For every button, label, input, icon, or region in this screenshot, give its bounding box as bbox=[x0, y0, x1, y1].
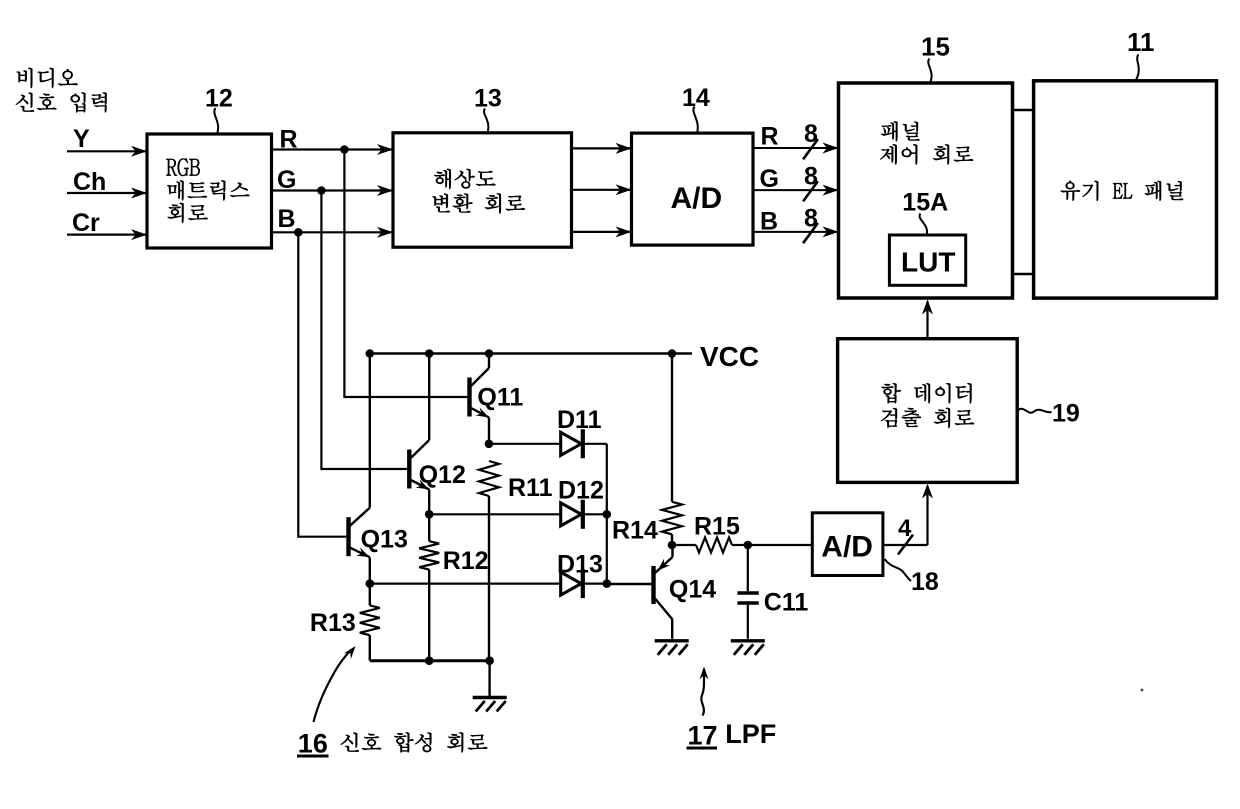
svg-text:Cr: Cr bbox=[72, 209, 100, 237]
svg-text:8: 8 bbox=[804, 204, 818, 232]
svg-text:R11: R11 bbox=[508, 474, 553, 502]
svg-text:4: 4 bbox=[898, 515, 912, 542]
svg-text:19: 19 bbox=[1052, 400, 1080, 428]
svg-text:LUT: LUT bbox=[901, 247, 955, 278]
svg-text:15A: 15A bbox=[902, 189, 948, 217]
svg-text:R12: R12 bbox=[443, 547, 489, 575]
svg-text:Y: Y bbox=[73, 125, 90, 153]
svg-text:LPF: LPF bbox=[725, 719, 776, 749]
svg-text:R: R bbox=[761, 123, 779, 151]
svg-text:B: B bbox=[760, 208, 778, 236]
svg-text:D12: D12 bbox=[558, 477, 604, 505]
svg-text:R13: R13 bbox=[310, 609, 356, 637]
svg-text:Q14: Q14 bbox=[669, 576, 716, 604]
svg-text:11: 11 bbox=[1127, 27, 1155, 57]
svg-text:17: 17 bbox=[688, 721, 718, 751]
svg-text:13: 13 bbox=[474, 85, 502, 113]
svg-text:8: 8 bbox=[804, 120, 818, 148]
svg-text:12: 12 bbox=[205, 84, 233, 112]
svg-text:A/D: A/D bbox=[821, 530, 873, 563]
svg-text:R: R bbox=[280, 126, 298, 154]
svg-text:Q13: Q13 bbox=[361, 526, 408, 554]
svg-text:R14: R14 bbox=[612, 517, 658, 545]
svg-text:D11: D11 bbox=[557, 406, 602, 434]
svg-text:14: 14 bbox=[682, 84, 710, 112]
svg-text:Q11: Q11 bbox=[477, 384, 523, 412]
svg-text:18: 18 bbox=[911, 568, 939, 596]
svg-text:15: 15 bbox=[921, 32, 950, 62]
svg-text:G: G bbox=[277, 166, 296, 194]
svg-text:Q12: Q12 bbox=[419, 461, 466, 489]
svg-text:Ch: Ch bbox=[73, 168, 106, 196]
svg-text:16: 16 bbox=[298, 729, 328, 759]
svg-text:8: 8 bbox=[804, 163, 818, 191]
svg-text:D13: D13 bbox=[557, 551, 603, 579]
svg-text:G: G bbox=[760, 165, 779, 193]
svg-text:C11: C11 bbox=[764, 589, 809, 617]
svg-text:VCC: VCC bbox=[700, 341, 759, 372]
svg-text:A/D: A/D bbox=[671, 182, 723, 215]
svg-text:B: B bbox=[278, 205, 296, 233]
svg-text:R15: R15 bbox=[694, 513, 740, 541]
